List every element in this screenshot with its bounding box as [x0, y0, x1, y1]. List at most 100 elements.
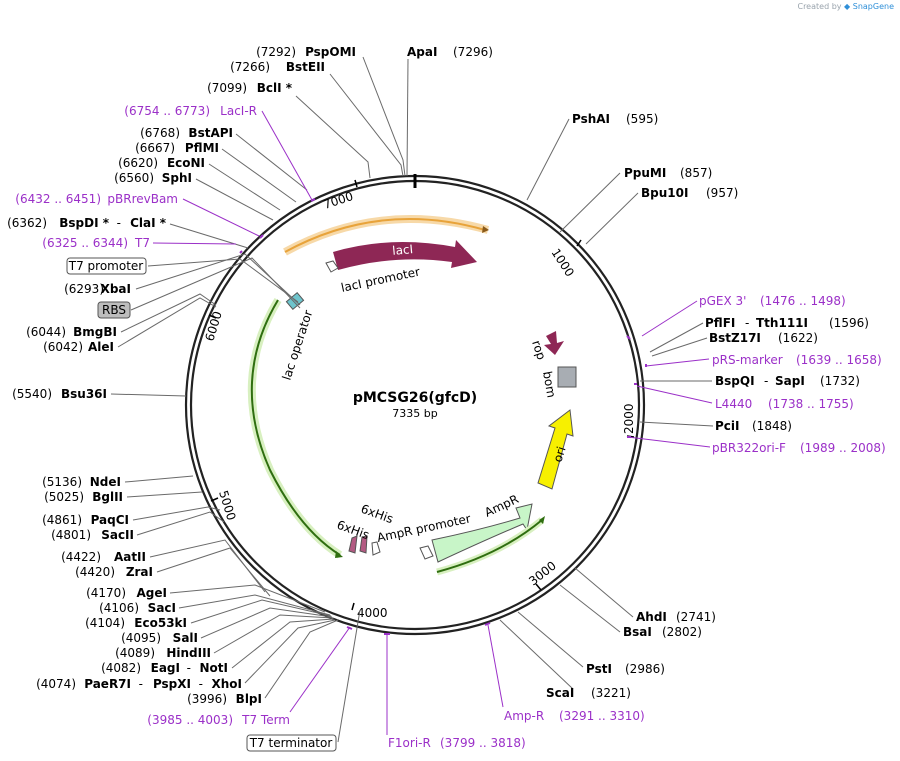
site-aatii[interactable]: AatII — [114, 550, 146, 564]
site-saci[interactable]: SacI — [148, 601, 176, 615]
orf-green-head-bottom — [539, 516, 545, 524]
site-bspdi[interactable]: BspDI * — [59, 216, 109, 230]
site-bsu36i[interactable]: Bsu36I — [61, 387, 107, 401]
site-pcii[interactable]: PciI — [715, 419, 740, 433]
leader-aatii — [149, 539, 266, 593]
leader-sali — [200, 607, 333, 639]
primer-t7[interactable]: T7 — [134, 236, 150, 250]
range-amp-r: (3291 .. 3310) — [559, 709, 645, 723]
primer-pbrrevbam[interactable]: pBRrevBam — [107, 192, 178, 206]
site-paqci[interactable]: PaqCI — [91, 513, 129, 527]
site-ndei[interactable]: NdeI — [90, 475, 121, 489]
primer-l4440[interactable]: L4440 — [715, 397, 752, 411]
tick-label-1000: 1000 — [548, 246, 576, 279]
orf-green-arrow-bottom — [436, 519, 543, 573]
laci-r-mark — [310, 198, 316, 202]
site-bsteii[interactable]: BstEII — [286, 60, 325, 74]
site-pshai[interactable]: PshAI — [572, 112, 610, 126]
pos-bglii: (5025) — [44, 490, 84, 504]
pos-sacii: (4801) — [51, 528, 91, 542]
primer-prs-marker[interactable]: pRS-marker — [712, 353, 783, 367]
site-scai[interactable]: ScaI — [546, 686, 574, 700]
leader-bpu10i — [585, 192, 639, 245]
primer-amp-r[interactable]: Amp-R — [504, 709, 544, 723]
leader-pbrrevbam — [182, 198, 260, 237]
site-bspqi[interactable]: BspQI — [715, 374, 755, 388]
primer-t7-term[interactable]: T7 Term — [241, 713, 290, 727]
pos-bstz17i: (1622) — [778, 331, 818, 345]
pos-bsu36i: (5540) — [12, 387, 52, 401]
site-pspxi[interactable]: PspXI — [153, 677, 191, 691]
site-clai[interactable]: ClaI * — [130, 216, 167, 230]
site-tth111i[interactable]: Tth111I — [756, 316, 808, 330]
primer-pbr322ori-f[interactable]: pBR322ori-F — [712, 441, 786, 455]
site-xhoi[interactable]: XhoI — [211, 677, 242, 691]
site-alei[interactable]: AleI — [88, 340, 114, 354]
rbs-box — [97, 301, 131, 319]
site-sali[interactable]: SalI — [173, 631, 198, 645]
site-xbai[interactable]: XbaI — [101, 282, 131, 296]
pos-bcli: (7099) — [207, 81, 247, 95]
site-bstapi[interactable]: BstAPI — [188, 126, 233, 140]
site-sacii[interactable]: SacII — [101, 528, 134, 542]
leader-bsai — [559, 584, 621, 633]
site-sphi[interactable]: SphI — [162, 171, 192, 185]
primer-f1ori-r[interactable]: F1ori-R — [388, 736, 431, 750]
tick-label-3000: 3000 — [526, 559, 559, 589]
t7-terminator-box — [246, 734, 337, 752]
site-pflfi[interactable]: PflFI — [705, 316, 735, 330]
bom-label: bom — [540, 370, 558, 399]
site-econi[interactable]: EcoNI — [167, 156, 205, 170]
leader-sacii — [136, 511, 225, 536]
pos-eco53ki: (4104) — [85, 616, 125, 630]
leader-bcli — [295, 95, 371, 179]
site-bmgbi[interactable]: BmgBI — [73, 325, 117, 339]
bom-feature — [557, 366, 577, 388]
site-psti[interactable]: PstI — [586, 662, 612, 676]
pos-xbai: (6293) — [64, 282, 104, 296]
sep-bspqi: - — [764, 374, 768, 388]
site-blpi[interactable]: BlpI — [236, 692, 262, 706]
leader-bsu36i — [110, 393, 187, 397]
site-bglii[interactable]: BglII — [92, 490, 123, 504]
leader-hindiii — [213, 614, 334, 654]
site-ppumi[interactable]: PpuMI — [624, 166, 666, 180]
site-sapi[interactable]: SapI — [775, 374, 805, 388]
site-hindiii[interactable]: HindIII — [166, 646, 211, 660]
site-bstz17i[interactable]: BstZ17I — [709, 331, 761, 345]
orf-orange-head — [482, 226, 489, 233]
leader-paer7i — [244, 619, 336, 684]
site-eagi[interactable]: EagI — [151, 661, 180, 675]
site-apai[interactable]: ApaI — [407, 45, 437, 59]
site-ahdi[interactable]: AhdI — [636, 610, 667, 624]
rop-feature — [544, 331, 564, 355]
site-agei[interactable]: AgeI — [137, 586, 167, 600]
pos-pflmi: (6667) — [135, 141, 175, 155]
t7-terminator-label[interactable]: T7 terminator — [249, 736, 333, 750]
site-paer7i[interactable]: PaeR7I — [84, 677, 131, 691]
site-bcli[interactable]: BclI * — [257, 81, 293, 95]
site-eco53ki[interactable]: Eco53kI — [134, 616, 187, 630]
leader-bstz17i — [651, 337, 708, 357]
site-pspomi[interactable]: PspOMI — [305, 45, 356, 59]
plasmid-size: 7335 bp — [392, 407, 437, 420]
site-pflmi[interactable]: PflMI — [185, 141, 219, 155]
range-pbrrevbam: (6432 .. 6451) — [15, 192, 101, 206]
rbs-label[interactable]: RBS — [102, 303, 126, 317]
site-bsai[interactable]: BsaI — [623, 625, 652, 639]
pos-sphi: (6560) — [114, 171, 154, 185]
ori-feature — [537, 409, 574, 490]
site-noti[interactable]: NotI — [200, 661, 229, 675]
site-zrai[interactable]: ZraI — [126, 565, 153, 579]
pos-pspomi: (7292) — [256, 45, 296, 59]
site-bpu10i[interactable]: Bpu10I — [641, 186, 688, 200]
pos-paer7i: (4074) — [36, 677, 76, 691]
range-l4440: (1738 .. 1755) — [768, 397, 854, 411]
leader-scai — [499, 619, 574, 690]
leader-xbai — [135, 253, 301, 306]
primer-pgex3[interactable]: pGEX 3' — [699, 294, 746, 308]
t7-promoter-label[interactable]: T7 promoter — [68, 259, 144, 273]
tick-label-2000: 2000 — [622, 403, 636, 434]
pos-bsai: (2802) — [662, 625, 702, 639]
primer-laci-r[interactable]: LacI-R — [220, 104, 257, 118]
